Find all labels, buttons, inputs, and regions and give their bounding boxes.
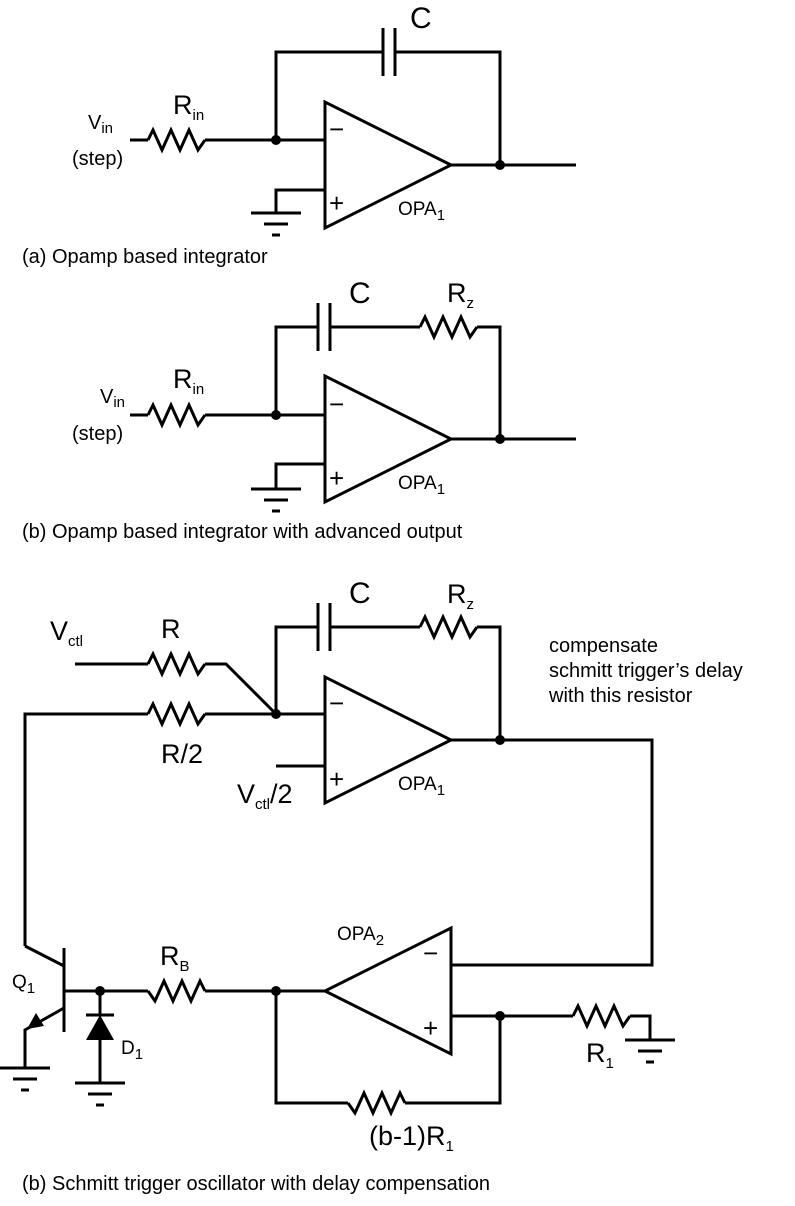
resistor-r1: [571, 1002, 632, 1030]
capacitor-label: C: [349, 577, 371, 610]
panel-a-integrator: C Rin Vin (step) − + OPA1 (a) Opamp base…: [22, 2, 576, 268]
resistor-rz: [418, 613, 479, 641]
wire: [205, 662, 278, 716]
wire: [23, 712, 148, 946]
note-line-1: compensate: [549, 635, 658, 657]
wire: [477, 625, 502, 740]
note-line-2: schmitt trigger’s delay: [549, 660, 743, 682]
transistor-q1-emitter: [23, 1006, 65, 1068]
capacitor-label: C: [410, 2, 432, 35]
resistor-rb: [146, 977, 207, 1005]
panel-b-integrator-advanced: C Rz Rin Vin (step) − + OPA1 (b) Opamp b…: [22, 277, 576, 543]
ground-symbol: [75, 1081, 125, 1107]
rin-label: Rin: [173, 364, 204, 398]
ground-symbol: [0, 1066, 50, 1092]
q1-label: Q1: [12, 972, 35, 997]
junction-dot: [271, 410, 281, 420]
junction-dot: [495, 735, 505, 745]
minus-sign: −: [329, 688, 344, 718]
minus-sign: −: [423, 938, 438, 968]
resistor-rfb: [346, 1089, 407, 1117]
opamp-label: OPA1: [398, 473, 445, 498]
minus-sign: −: [329, 114, 344, 144]
rfb-label: (b-1)R1: [369, 1121, 454, 1155]
note-line-3: with this resistor: [548, 685, 693, 707]
opamp-triangle: [323, 373, 455, 505]
junction-dot: [495, 160, 505, 170]
transistor-q1-collector: [24, 944, 65, 968]
junction-dot: [495, 434, 505, 444]
wire: [451, 738, 654, 967]
rb-label: RB: [160, 941, 190, 975]
panel-c-schmitt-oscillator: C Rz Vctl R R/2 Vctl/2 − + OPA1 compensa…: [0, 577, 743, 1195]
minus-sign: −: [329, 389, 344, 419]
plus-sign: +: [423, 1013, 438, 1043]
plus-sign: +: [329, 188, 344, 218]
wire: [274, 625, 318, 714]
wire: [274, 325, 318, 415]
capacitor: [316, 303, 332, 351]
wire: [405, 1016, 502, 1105]
diode-d1: [86, 1015, 114, 1040]
step-label: (step): [72, 148, 123, 170]
ground-symbol: [625, 1038, 675, 1064]
emitter-arrow: [27, 1013, 44, 1029]
capacitor: [381, 28, 397, 76]
wire: [630, 1014, 652, 1040]
rin-label: Rin: [173, 90, 204, 124]
capacitor: [316, 603, 332, 651]
plus-sign: +: [329, 463, 344, 493]
wire: [274, 462, 325, 489]
capacitor-label: C: [349, 277, 371, 310]
d1-label: D1: [121, 1038, 143, 1063]
resistor-rin: [146, 126, 207, 154]
junction-dot: [271, 986, 281, 996]
vin-label: Vin: [88, 112, 113, 137]
rz-label: Rz: [447, 579, 474, 613]
wire: [274, 50, 383, 140]
opamp-label: OPA1: [398, 199, 445, 224]
plus-sign: +: [329, 764, 344, 794]
r-half-label: R/2: [161, 739, 203, 769]
resistor-r: [146, 650, 207, 678]
opamp1-triangle: [323, 674, 455, 806]
junction-dot: [271, 135, 281, 145]
ground-symbol: [251, 487, 301, 513]
vctl-label: Vctl: [50, 616, 83, 650]
caption: (b) Schmitt trigger oscillator with dela…: [22, 1173, 490, 1195]
caption: (b) Opamp based integrator with advanced…: [22, 521, 463, 543]
junction-dot: [271, 709, 281, 719]
opamp1-label: OPA1: [398, 774, 445, 799]
opamp-triangle: [323, 99, 455, 231]
step-label: (step): [72, 423, 123, 445]
wire: [477, 325, 502, 439]
rz-label: Rz: [447, 278, 474, 312]
caption: (a) Opamp based integrator: [22, 246, 268, 268]
vctl-half-label: Vctl/2: [237, 779, 293, 813]
r1-label: R1: [586, 1038, 614, 1072]
resistor-r-half: [146, 700, 207, 728]
vin-label: Vin: [100, 386, 125, 411]
resistor-rz: [418, 313, 479, 341]
resistor-rin: [146, 401, 207, 429]
opamp2-triangle: [321, 925, 453, 1057]
wire: [274, 991, 348, 1105]
ground-symbol: [251, 211, 301, 237]
wire: [395, 50, 502, 165]
r-label: R: [161, 614, 181, 644]
opamp2-label: OPA2: [337, 924, 384, 949]
wire: [274, 188, 325, 213]
